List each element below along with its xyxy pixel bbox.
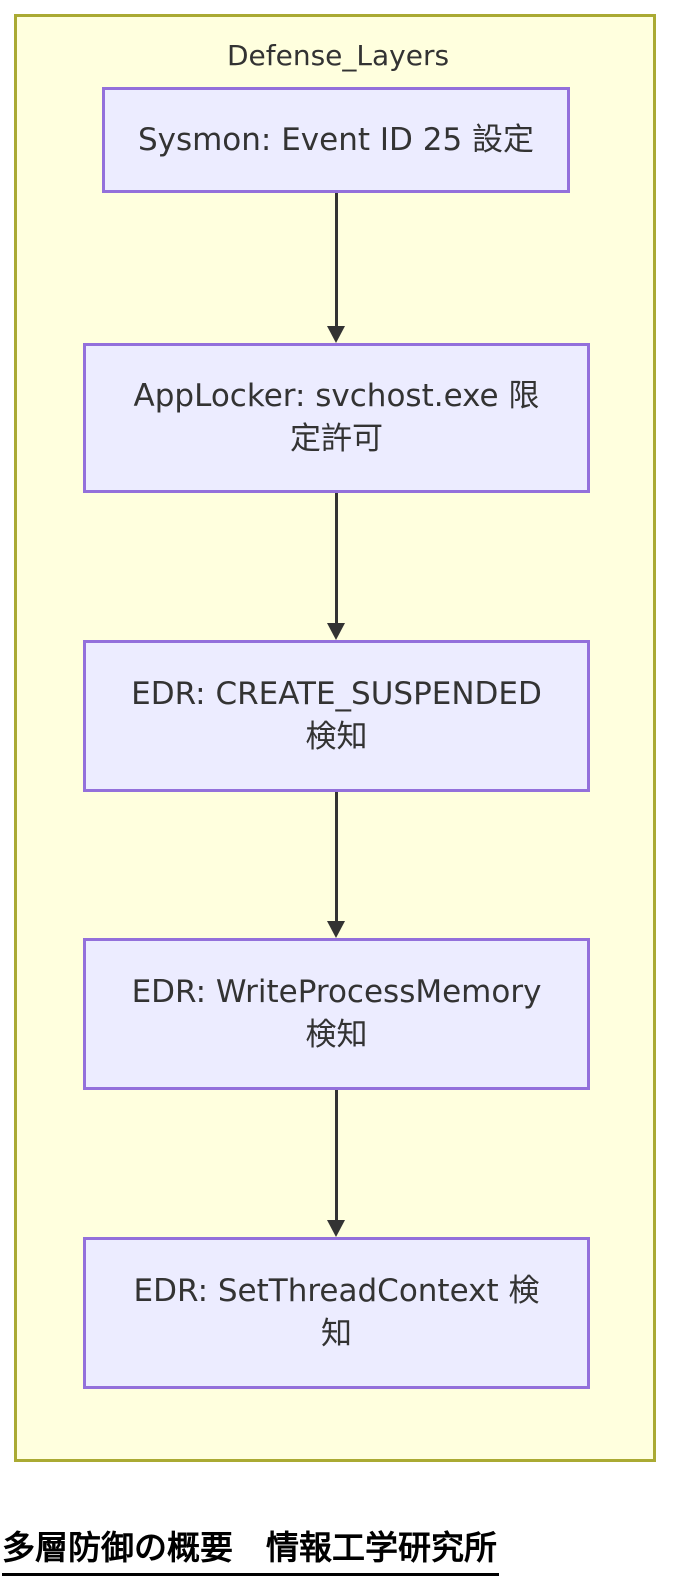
diagram-caption: 多層防御の概要 情報工学研究所 — [2, 1521, 499, 1576]
node-label-line: EDR: WriteProcessMemory — [131, 974, 542, 1010]
node-edr-create-suspended: EDR: CREATE_SUSPENDED 検知 — [83, 640, 590, 792]
arrowhead-down-icon — [327, 326, 345, 343]
edge-sysmon-to-applocker — [327, 193, 345, 343]
edge-line — [334, 1090, 338, 1224]
arrowhead-down-icon — [327, 921, 345, 938]
edge-line — [334, 193, 338, 330]
node-label-line: Sysmon: Event ID 25 設定 — [137, 121, 535, 158]
node-label-line: AppLocker: svchost.exe 限 — [133, 378, 540, 414]
node-edr-writeprocessmemory: EDR: WriteProcessMemory 検知 — [83, 938, 590, 1090]
edge-line — [334, 792, 338, 925]
node-label-line: EDR: SetThreadContext 検 — [133, 1273, 540, 1309]
node-applocker-svchost: AppLocker: svchost.exe 限 定許可 — [83, 343, 590, 493]
node-label-line: EDR: CREATE_SUSPENDED — [131, 676, 542, 712]
node-label-line: 検知 — [305, 719, 368, 755]
node-label-line: 検知 — [305, 1017, 368, 1053]
edge-edr-create-suspended-to-writeprocessmemory — [327, 792, 345, 938]
arrowhead-down-icon — [327, 623, 345, 640]
node-edr-setthreadcontext: EDR: SetThreadContext 検 知 — [83, 1237, 590, 1389]
node-label-line: 定許可 — [290, 421, 383, 457]
arrowhead-down-icon — [327, 1220, 345, 1237]
node-sysmon-event-id: Sysmon: Event ID 25 設定 — [102, 87, 570, 193]
edge-applocker-to-edr-create-suspended — [327, 493, 345, 640]
edge-line — [334, 493, 338, 627]
node-label-line: 知 — [321, 1316, 352, 1352]
edge-writeprocessmemory-to-setthreadcontext — [327, 1090, 345, 1237]
cluster-title: Defense_Layers — [226, 39, 450, 72]
